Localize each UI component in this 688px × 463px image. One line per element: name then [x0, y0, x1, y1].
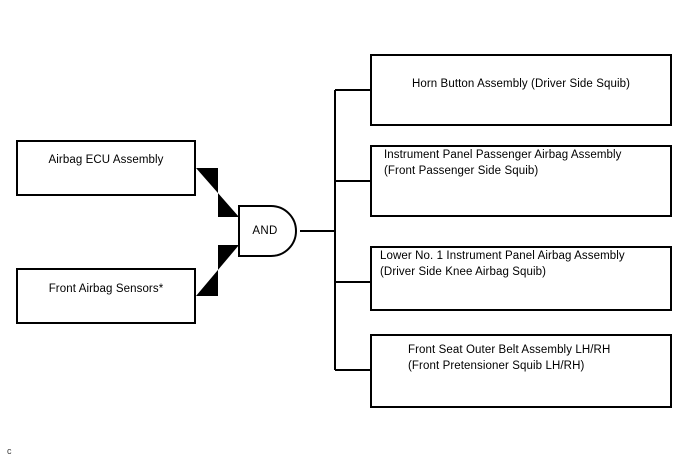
output-label-horn-button-assembly-line1: Horn Button Assembly (Driver Side Squib) — [411, 78, 631, 90]
input-label-front-airbag-sensors: Front Airbag Sensors* — [48, 283, 164, 295]
output-box-front-seat-outer-belt-assembly[interactable] — [370, 334, 672, 408]
output-label-front-seat-outer-belt-assembly-line2: (Front Pretensioner Squib LH/RH) — [408, 360, 585, 372]
output-label-lower-no1-instrument-panel-airbag-assembly-line2: (Driver Side Knee Airbag Squib) — [380, 266, 547, 278]
output-box-horn-button-assembly[interactable] — [370, 54, 672, 126]
output-box-instrument-panel-passenger-airbag-assembly[interactable] — [370, 145, 672, 217]
input-label-airbag-ecu-assembly: Airbag ECU Assembly — [48, 154, 164, 166]
output-box-lower-no1-instrument-panel-airbag-assembly[interactable] — [370, 246, 672, 311]
and-gate-shape — [238, 205, 297, 257]
footnote-mark: c — [7, 446, 12, 456]
wire-input-airbag-ecu — [196, 168, 239, 217]
output-label-front-seat-outer-belt-assembly-line1: Front Seat Outer Belt Assembly LH/RH — [408, 344, 611, 356]
input-box-airbag-ecu-assembly[interactable] — [16, 140, 196, 196]
output-label-instrument-panel-passenger-airbag-assembly-line1: Instrument Panel Passenger Airbag Assemb… — [384, 149, 622, 161]
input-box-front-airbag-sensors[interactable] — [16, 268, 196, 324]
wire-input-front-sensors — [196, 245, 239, 296]
and-gate-label: AND — [252, 225, 278, 237]
output-label-instrument-panel-passenger-airbag-assembly-line2: (Front Passenger Side Squib) — [384, 165, 539, 177]
output-label-lower-no1-instrument-panel-airbag-assembly-line1: Lower No. 1 Instrument Panel Airbag Asse… — [380, 250, 625, 262]
